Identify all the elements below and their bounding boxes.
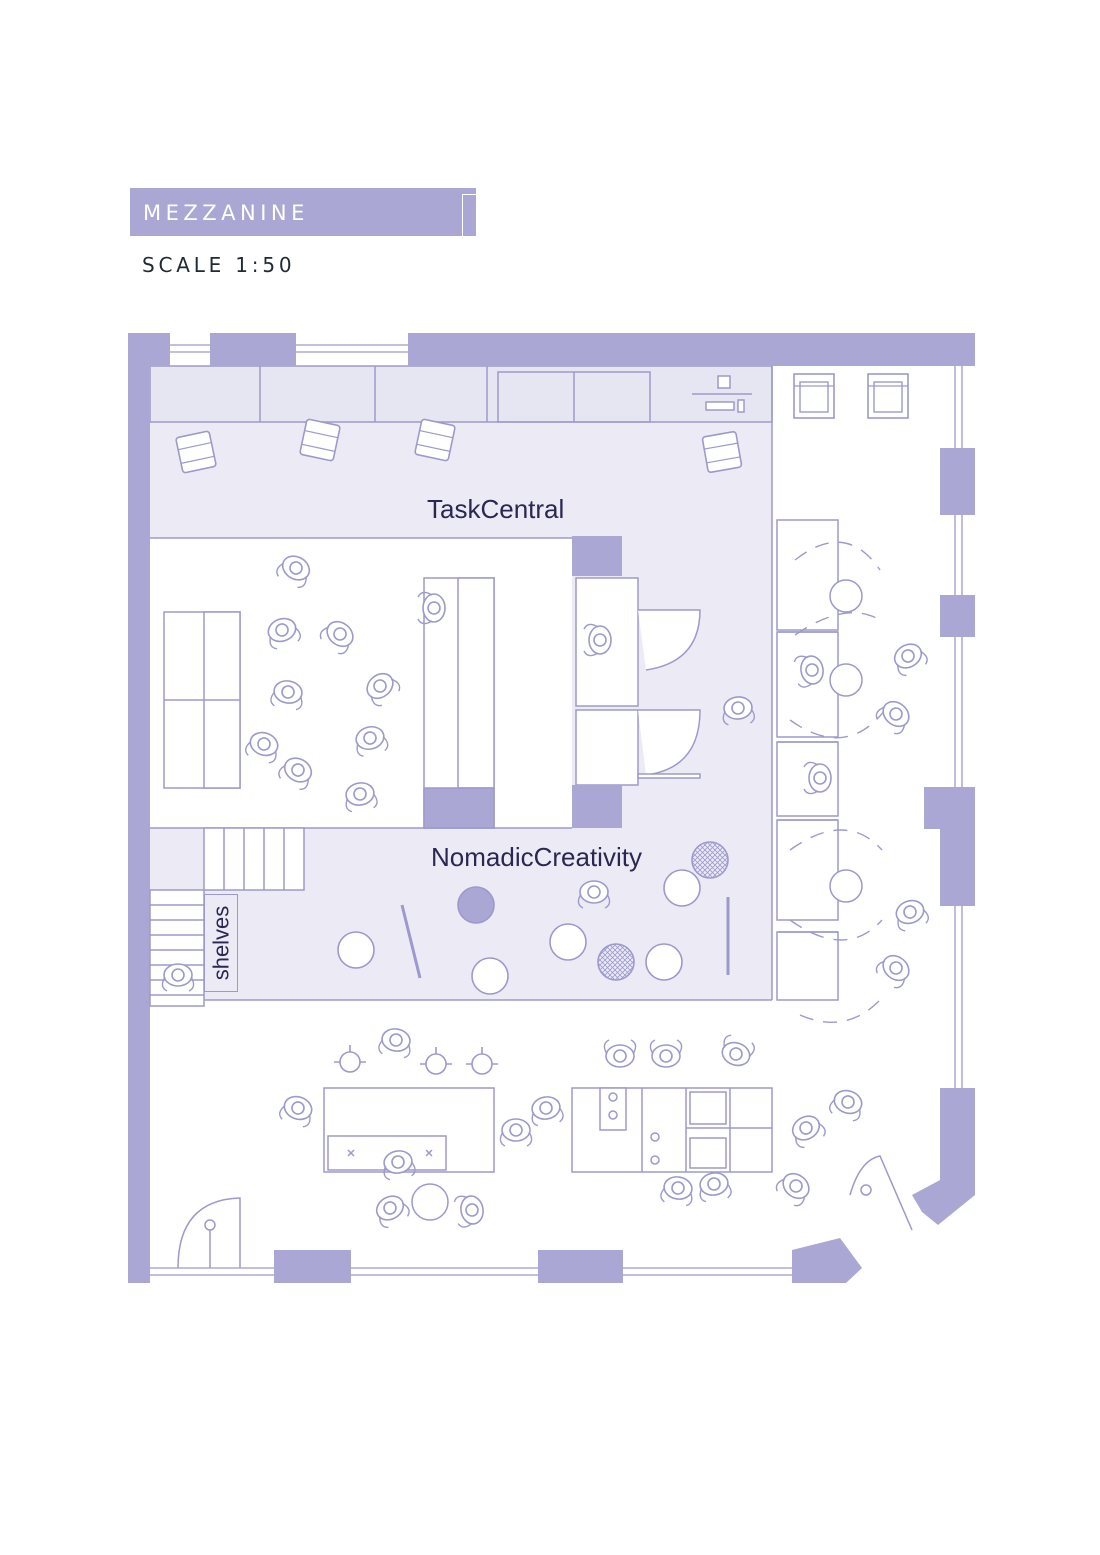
- shelves-label: shelves: [208, 905, 233, 981]
- armchairs: [793, 373, 909, 419]
- title-bar-notch: [462, 194, 476, 236]
- nomadic-creativity-label: NomadicCreativity: [431, 842, 642, 872]
- task-central-label: TaskCentral: [427, 494, 565, 524]
- desktop-workstation: [692, 375, 752, 413]
- work-counter: [149, 365, 773, 423]
- interior-lines: [150, 366, 773, 1001]
- booths: [776, 519, 863, 1001]
- nomadic-furniture: [337, 841, 730, 995]
- windows: [150, 344, 963, 1276]
- kitchen: [323, 1087, 773, 1221]
- booth-arcs: [789, 541, 886, 1023]
- bar-stools: [333, 1044, 499, 1075]
- exterior-walls: [128, 333, 975, 1283]
- shelves: shelves: [204, 894, 238, 992]
- sofas: [163, 577, 495, 829]
- scale-label: SCALE 1:50: [142, 253, 296, 277]
- plan-title: MEZZANINE: [143, 201, 309, 225]
- title-bar: MEZZANINE: [130, 188, 476, 236]
- doors: [177, 1155, 913, 1269]
- stairs: [149, 827, 305, 1007]
